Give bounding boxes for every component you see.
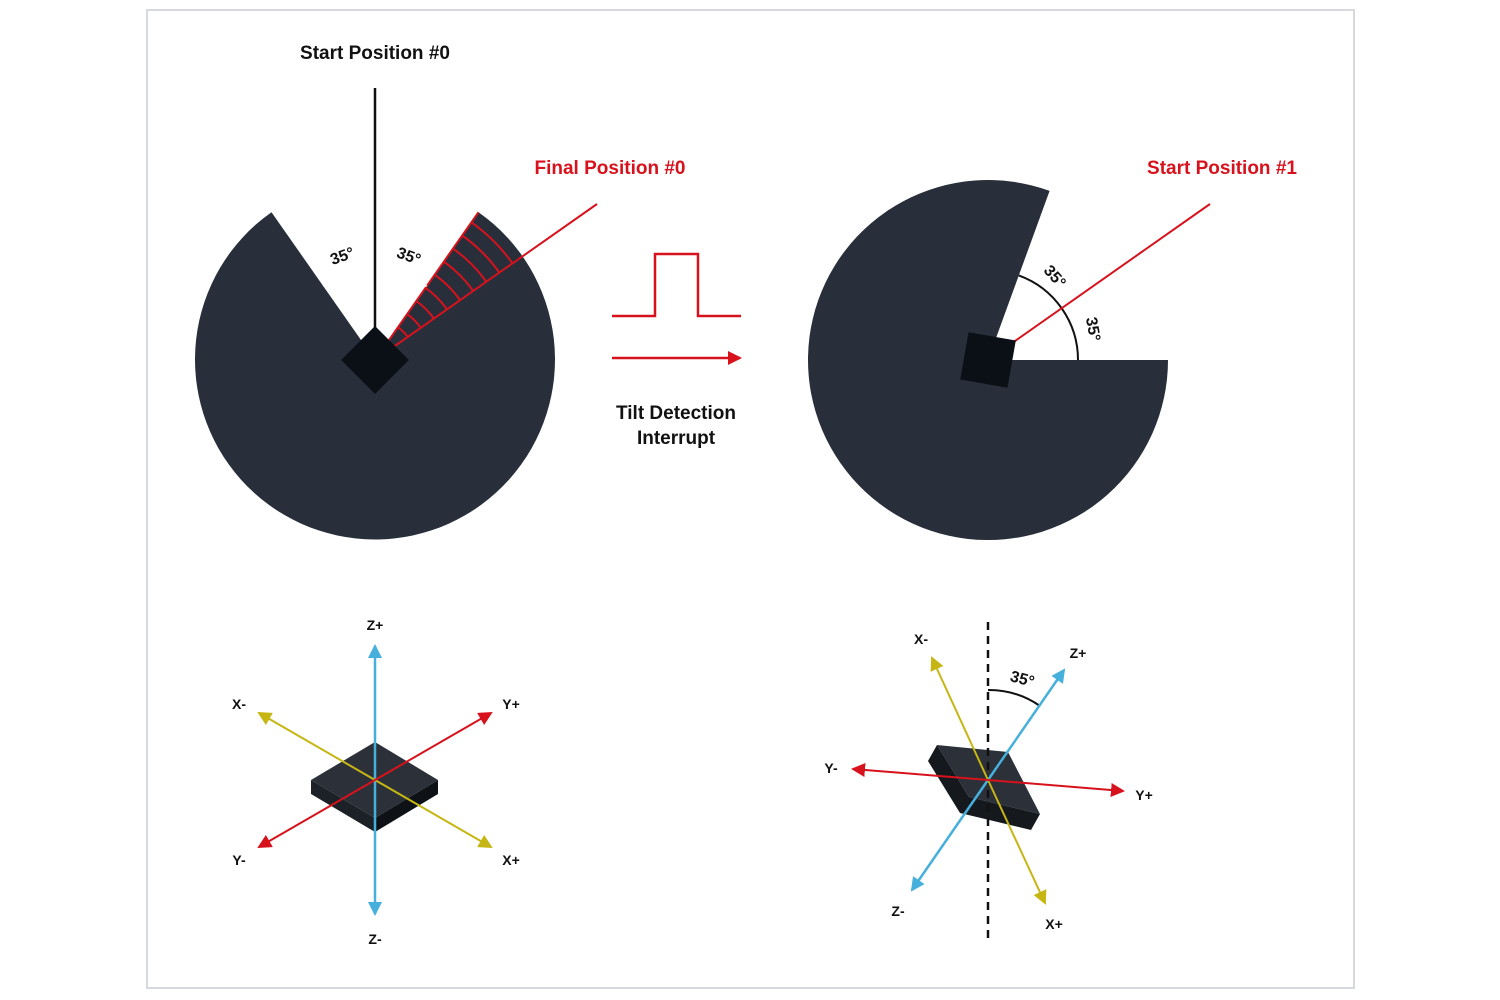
right-z-minus-label: Z-: [891, 903, 905, 919]
right-z-minus-axis: [910, 779, 990, 892]
right-y-minus-label: Y-: [824, 760, 838, 776]
right-angle-label-2: 35°: [1082, 316, 1103, 343]
left-chip-side-left: [311, 780, 375, 832]
left-y-minus-label: Y-: [232, 852, 246, 868]
left-wedge-edge: [374, 211, 480, 361]
right-z-plus-axis: [986, 668, 1066, 781]
right-axes-group: Z+ Z- X- X+ Y+ Y- 35°: [824, 622, 1153, 938]
right-y-plus-axis: [987, 779, 1125, 798]
right-y-minus-axis: [851, 762, 989, 781]
right-x-minus-label: X-: [914, 631, 928, 647]
left-x-minus-axis: [257, 711, 376, 781]
left-chip-side-right: [375, 780, 438, 832]
right-disk-group: 35° 35°: [808, 180, 1211, 541]
right-tilt-angle-label: 35°: [1008, 668, 1036, 691]
right-sensor: [960, 332, 1016, 388]
left-x-plus-axis: [374, 779, 493, 849]
left-axes-group: Z+ Z- X- X+ Y+ Y-: [232, 617, 520, 947]
right-chip-side: [928, 745, 1040, 830]
left-angle-label-2: 35°: [394, 245, 423, 269]
right-angle-label-1: 35°: [1040, 262, 1069, 291]
left-x-plus-label: X+: [502, 852, 520, 868]
right-z-plus-label: Z+: [1070, 645, 1087, 661]
final-position-0-line: [374, 203, 598, 361]
left-disk-group: 35° 35°: [194, 88, 598, 540]
left-angle-label-1: 35°: [328, 245, 357, 269]
interrupt-signal: [612, 252, 742, 365]
interrupt-label-line1: Tilt Detection: [616, 403, 736, 424]
left-sensor: [341, 326, 409, 394]
interrupt-label-line2: Interrupt: [637, 428, 716, 449]
right-x-minus-axis: [930, 656, 989, 781]
diagram-frame: [146, 9, 1355, 989]
left-z-plus-label: Z+: [367, 617, 384, 633]
left-z-minus-label: Z-: [368, 931, 382, 947]
right-y-plus-label: Y+: [1135, 787, 1153, 803]
pulse-waveform: [612, 252, 741, 318]
left-y-minus-axis: [257, 779, 376, 849]
right-x-plus-label: X+: [1045, 916, 1063, 932]
left-x-minus-label: X-: [232, 696, 246, 712]
start-position-1-label: Start Position #1: [1147, 158, 1297, 179]
left-y-plus-label: Y+: [502, 696, 520, 712]
right-tilt-angle-arc: [987, 688, 1041, 707]
final-position-0-label: Final Position #0: [535, 158, 686, 179]
left-y-plus-axis: [374, 711, 493, 781]
right-x-plus-axis: [987, 779, 1047, 905]
start-position-1-line: [987, 203, 1211, 361]
start-position-0-label: Start Position #0: [300, 43, 450, 64]
